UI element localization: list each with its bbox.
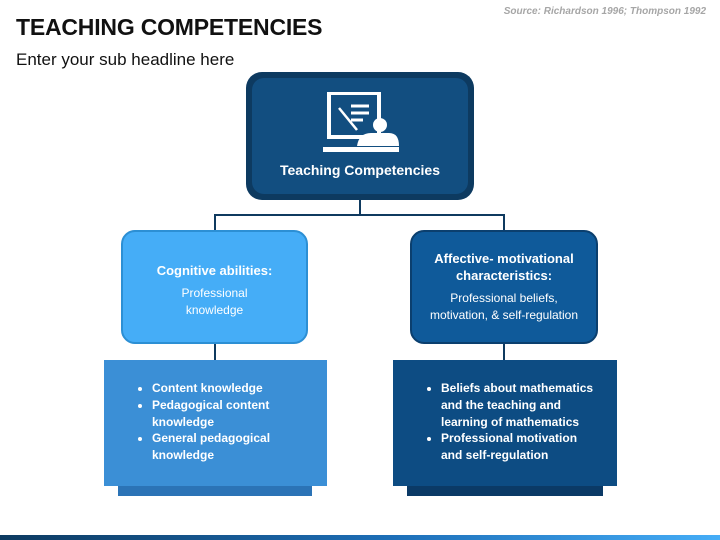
root-node: Teaching Competencies [246,72,474,200]
affective-title: Affective- motivational characteristics: [434,251,574,283]
footer-gradient-bar [0,535,720,540]
list-item: Content knowledge [152,380,311,397]
affective-motivational-node: Affective- motivational characteristics:… [410,230,598,344]
page-title: TEACHING COMPETENCIES [16,14,323,40]
teacher-board-icon [323,92,399,152]
connector-left-down [214,214,216,230]
cognitive-description: Professional knowledge [181,286,248,317]
connector-right-bottom [503,344,505,360]
source-citation: Source: Richardson 1996; Thompson 1992 [503,6,706,17]
list-item: Pedagogical content knowledge [152,397,311,431]
affective-list-box: Beliefs about mathematics and the teachi… [393,360,617,486]
list-item: Beliefs about mathematics and the teachi… [441,380,601,430]
connector-root-down [359,200,361,215]
connector-horizontal [214,214,505,216]
page-subtitle: Enter your sub headline here [16,50,235,69]
list-item: Professional motivation and self-regulat… [441,430,601,464]
list-item: General pedagogical knowledge [152,430,311,464]
cognitive-list: Content knowledge Pedagogical content kn… [130,380,311,464]
root-label: Teaching Competencies [279,162,440,178]
affective-list: Beliefs about mathematics and the teachi… [419,380,601,464]
cognitive-list-box: Content knowledge Pedagogical content kn… [104,360,327,486]
connector-right-down [503,214,505,230]
cognitive-abilities-node: Cognitive abilities: Professional knowle… [121,230,308,344]
affective-description: Professional beliefs, motivation, & self… [429,291,579,322]
cognitive-title: Cognitive abilities: [156,263,273,278]
connector-left-bottom [214,344,216,360]
